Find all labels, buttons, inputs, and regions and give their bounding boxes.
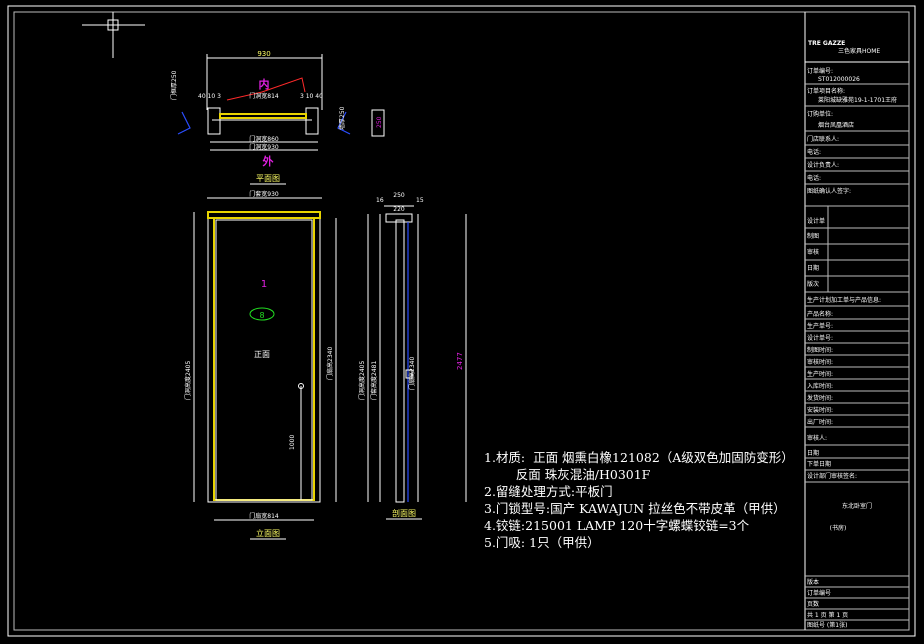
elevation-left-dim: 门洞高度2405 (184, 361, 192, 400)
sig-label: 设计部门审核签名: (807, 472, 857, 480)
elevation-view: 门套宽930 1 8 正面 1000 门洞高度2405 门扇高2340 门扇宽8… (184, 190, 337, 540)
door-number: 1 (261, 279, 267, 290)
order-info-row: 发货时间: (807, 394, 833, 402)
section-right-dim: 15 (416, 197, 424, 204)
section-dim-b: 门套高度2481 (370, 361, 378, 400)
plan-side-left: 门框厚250 (170, 70, 178, 100)
lower-date-label: 下单日期 (807, 460, 831, 468)
foot-version: 版本 (807, 578, 819, 586)
order-info-row: 出厂时间: (807, 418, 833, 426)
note-5: 5.门吸: 1只（甲供） (484, 535, 600, 550)
order-info-row: 生产时间: (807, 370, 833, 378)
designer-label: 设计负责人: (807, 161, 839, 169)
order-info-row: 审核时间: (807, 358, 833, 366)
room-title: 东北卧室门 (842, 502, 872, 510)
client-label: 订购单位: (807, 110, 833, 118)
order-no-label: 订单编号: (807, 67, 833, 75)
order-info-row: 产品名称: (807, 310, 833, 318)
section-dim-c: 门扇高2340 (408, 357, 416, 390)
section-view: 250 220 16 15 门洞高度2405 门套高度2481 门扇高2340 … (358, 192, 467, 520)
plan-clear-dim: 门洞宽860 (249, 135, 279, 143)
section-left-dim: 16 (376, 197, 384, 204)
date2-label: 日期 (807, 449, 819, 457)
order-info-row: 生产单号: (807, 322, 833, 330)
inner-frame (13, 11, 910, 631)
note-4: 4.铰链:215001 LAMP 120十字螺蝶铰链=3个 (484, 518, 750, 533)
section-dim-a: 门洞高度2405 (358, 361, 366, 400)
plan-depth: 250 (376, 116, 383, 128)
tel-label: 电话: (807, 174, 821, 182)
foot-pages: 页数 (807, 600, 819, 608)
door-tag: 8 (259, 311, 264, 320)
order-info-row: 设计单号: (807, 334, 833, 342)
section-top-dim-1: 250 (393, 192, 405, 199)
notes-block: 1.材质: 正面 烟熏白橡121082（A级双色加固防变形） 反面 珠灰混油/H… (484, 450, 794, 550)
contact-label: 门店联系人: (807, 135, 839, 143)
note-1: 1.材质: 正面 烟熏白橡121082（A级双色加固防变形） (484, 450, 794, 465)
section-total-dim: 2477 (456, 352, 464, 370)
order-no: ST012000026 (818, 76, 860, 83)
elevation-right-dim: 门扇高2340 (326, 347, 334, 380)
client-name: 烟台凤凰酒店 (818, 121, 854, 129)
door-tag-icon (249, 307, 275, 321)
note-2: 2.留缝处理方式:平板门 (484, 484, 613, 499)
order-info-row: 入库时间: (807, 382, 833, 390)
confirm-label: 图纸确认人签字: (807, 187, 851, 195)
handle-height-dim: 1000 (289, 435, 296, 450)
foot-drawing-no: 图纸号 (第1张) (807, 621, 847, 629)
note-1b: 反面 珠灰混油/H0301F (484, 467, 651, 482)
elevation-view-label: 立面图 (256, 528, 280, 538)
check-label: 审核 (807, 248, 819, 256)
inside-label: 内 (259, 77, 270, 91)
signer-label: 审核人: (807, 434, 827, 442)
foot-page-count: 共 1 页 第 1 页 (807, 611, 848, 619)
crosshair-icon (82, 12, 145, 58)
plan-right-dim: 3 10 40 (300, 93, 323, 100)
date-label: 日期 (807, 264, 819, 272)
order-info-label: 生产计划加工单与产品信息: (807, 296, 881, 304)
front-face-label: 正面 (254, 350, 270, 359)
order-info-row: 安装时间: (807, 406, 833, 414)
project-label: 订单项目名称: (807, 87, 845, 95)
elevation-bottom-dim: 门扇宽814 (249, 512, 279, 520)
foot-order: 订单编号 (807, 589, 831, 597)
outside-label: 外 (262, 154, 274, 168)
plan-left-dim: 40 10 3 (198, 93, 221, 100)
drawing-frame (7, 5, 916, 637)
plan-view-label: 平面图 (256, 174, 280, 183)
section-top-dim-2: 220 (393, 206, 405, 213)
version-label: 版次 (807, 280, 819, 288)
phone-label: 电话: (807, 148, 821, 156)
order-info-row: 制图时间: (807, 346, 833, 354)
plan-outer-dim: 门洞宽930 (249, 143, 279, 151)
brand-logo: TRE GAZZE (808, 40, 845, 47)
elevation-top-dim: 门套宽930 (249, 190, 279, 198)
room-subtitle: (书房) (830, 524, 847, 532)
design-label: 设计单 (807, 217, 825, 225)
brand-sub: 三色家具HOME (838, 47, 880, 55)
note-3: 3.门锁型号:国产 KAWAJUN 拉丝色不带皮革（甲供） (484, 501, 786, 516)
plan-side-right: 墙厚250 (338, 106, 346, 130)
section-view-label: 剖面图 (392, 508, 416, 518)
plan-view: 930 内 40 10 3 3 10 40 门洞宽814 门洞宽860 门洞宽9… (170, 50, 385, 185)
plan-top-dim: 930 (257, 50, 270, 58)
project-name: 莱阳城缺雅苑19-1-1701王府 (818, 96, 897, 104)
draw-label: 制图 (807, 232, 819, 240)
title-block: TRE GAZZE 三色家具HOME 订单编号: ST012000026 订单项… (804, 12, 909, 630)
plan-inner-dim: 门洞宽814 (249, 92, 279, 100)
